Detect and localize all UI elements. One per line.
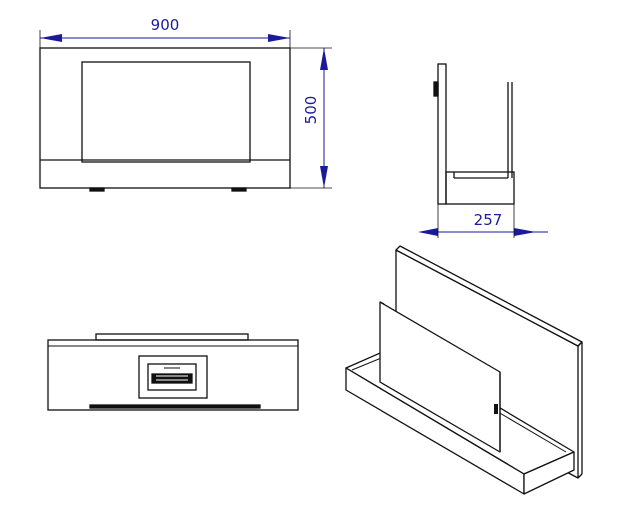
top-view <box>47 333 299 411</box>
side-view-bracket <box>433 81 439 97</box>
top-view-front-lip <box>89 404 261 409</box>
front-view <box>39 47 291 192</box>
isometric-base-tray-side <box>523 451 575 495</box>
top-view-burner-vents <box>151 373 193 384</box>
isometric-view <box>345 245 583 495</box>
top-view-burner-unit <box>147 363 197 391</box>
dimension-width: 900 <box>39 16 291 48</box>
top-view-burner-housing <box>138 355 208 399</box>
side-view-back-panel <box>437 63 447 205</box>
side-view <box>433 63 515 205</box>
front-view-foot-right <box>231 187 247 192</box>
front-view-foot-left <box>89 187 105 192</box>
dimension-depth-label: 257 <box>474 211 503 229</box>
side-view-base-tray <box>445 171 515 205</box>
dimension-height: 500 <box>290 47 332 189</box>
top-view-rear-edge <box>95 333 249 341</box>
dimension-depth: 257 <box>418 204 548 238</box>
dimension-width-label: 900 <box>151 16 180 34</box>
front-view-outer-frame <box>39 47 291 189</box>
front-view-glass-panel <box>81 61 251 163</box>
dimension-height-label: 500 <box>302 96 320 125</box>
